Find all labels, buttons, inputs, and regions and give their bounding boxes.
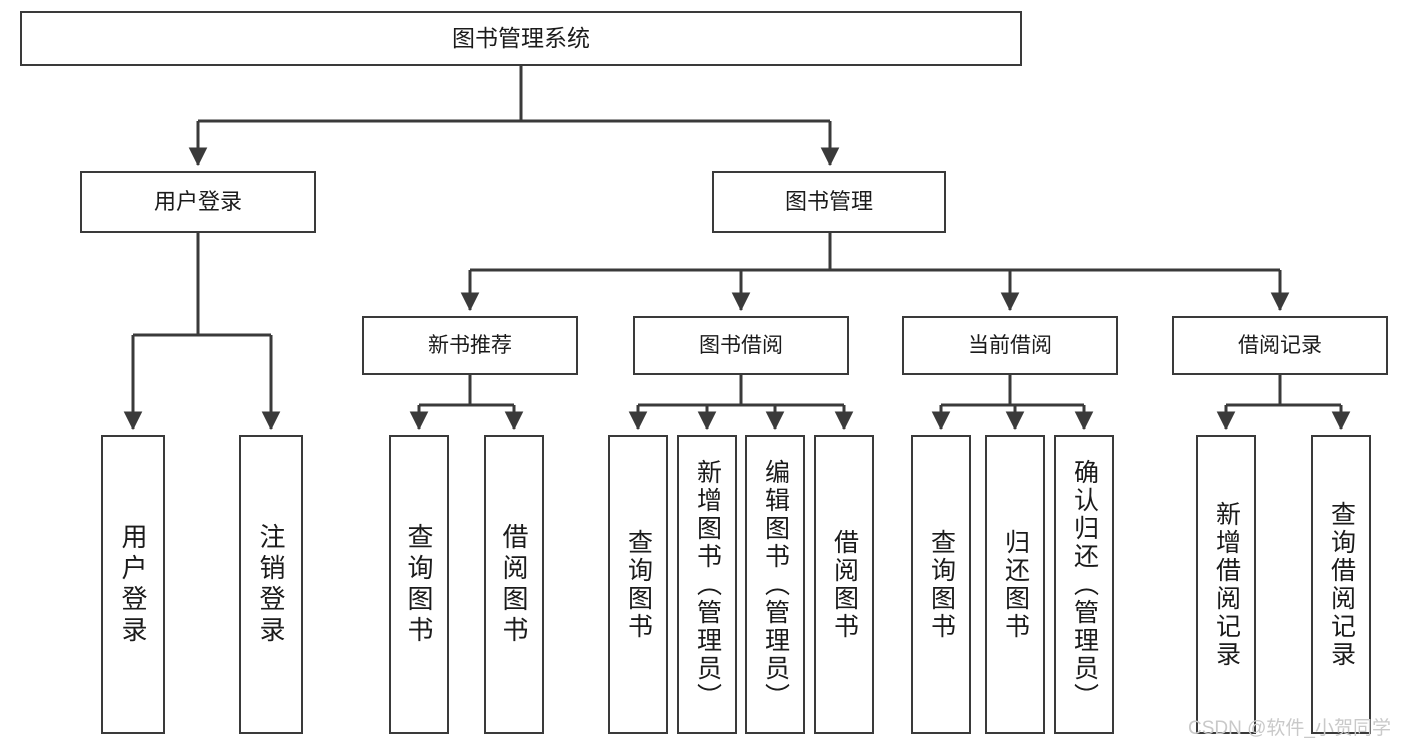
node-borrow-book-1-label: 借阅图书 bbox=[499, 522, 529, 647]
node-edit-book-label: 编辑图书（管理员） bbox=[761, 458, 790, 711]
csdn-watermark: CSDN @软件_小贺同学 bbox=[1188, 718, 1391, 739]
node-user-logout-label: 注销登录 bbox=[256, 522, 286, 647]
node-book-borrow-label: 图书借阅 bbox=[699, 333, 783, 357]
node-user-login[interactable]: 用户登录 bbox=[80, 171, 316, 233]
node-user-logout[interactable]: 注销登录 bbox=[239, 435, 303, 734]
node-query-book-1[interactable]: 查询图书 bbox=[389, 435, 449, 734]
node-current-borrow-label: 当前借阅 bbox=[968, 333, 1052, 357]
node-query-book-1-label: 查询图书 bbox=[404, 522, 434, 647]
node-current-borrow[interactable]: 当前借阅 bbox=[902, 316, 1118, 375]
node-query-book-2[interactable]: 查询图书 bbox=[608, 435, 668, 734]
node-query-book-3-label: 查询图书 bbox=[927, 528, 956, 641]
node-query-book-3[interactable]: 查询图书 bbox=[911, 435, 971, 734]
node-add-borrow-record[interactable]: 新增借阅记录 bbox=[1196, 435, 1256, 734]
node-confirm-return-label: 确认归还（管理员） bbox=[1070, 458, 1099, 711]
node-return-book[interactable]: 归还图书 bbox=[985, 435, 1045, 734]
node-book-borrow[interactable]: 图书借阅 bbox=[633, 316, 849, 375]
node-root[interactable]: 图书管理系统 bbox=[20, 11, 1022, 66]
node-query-book-2-label: 查询图书 bbox=[624, 528, 653, 641]
node-borrow-book-2[interactable]: 借阅图书 bbox=[814, 435, 874, 734]
node-query-borrow-record-label: 查询借阅记录 bbox=[1327, 500, 1356, 669]
node-add-borrow-record-label: 新增借阅记录 bbox=[1212, 500, 1241, 669]
node-return-book-label: 归还图书 bbox=[1001, 528, 1030, 641]
node-user-login-label: 用户登录 bbox=[153, 188, 242, 214]
node-book-manage[interactable]: 图书管理 bbox=[712, 171, 946, 233]
node-add-book-label: 新增图书（管理员） bbox=[693, 458, 722, 711]
node-root-label: 图书管理系统 bbox=[452, 24, 590, 51]
node-new-book-recommend-label: 新书推荐 bbox=[428, 333, 512, 357]
node-borrow-book-1[interactable]: 借阅图书 bbox=[484, 435, 544, 734]
node-query-borrow-record[interactable]: 查询借阅记录 bbox=[1311, 435, 1371, 734]
node-borrow-book-2-label: 借阅图书 bbox=[830, 528, 859, 641]
node-new-book-recommend[interactable]: 新书推荐 bbox=[362, 316, 578, 375]
node-user-login-do[interactable]: 用户登录 bbox=[101, 435, 165, 734]
node-book-manage-label: 图书管理 bbox=[784, 188, 873, 214]
node-borrow-records[interactable]: 借阅记录 bbox=[1172, 316, 1388, 375]
node-add-book[interactable]: 新增图书（管理员） bbox=[677, 435, 737, 734]
node-borrow-records-label: 借阅记录 bbox=[1238, 333, 1322, 357]
node-confirm-return[interactable]: 确认归还（管理员） bbox=[1054, 435, 1114, 734]
node-edit-book[interactable]: 编辑图书（管理员） bbox=[745, 435, 805, 734]
node-user-login-do-label: 用户登录 bbox=[118, 522, 148, 647]
